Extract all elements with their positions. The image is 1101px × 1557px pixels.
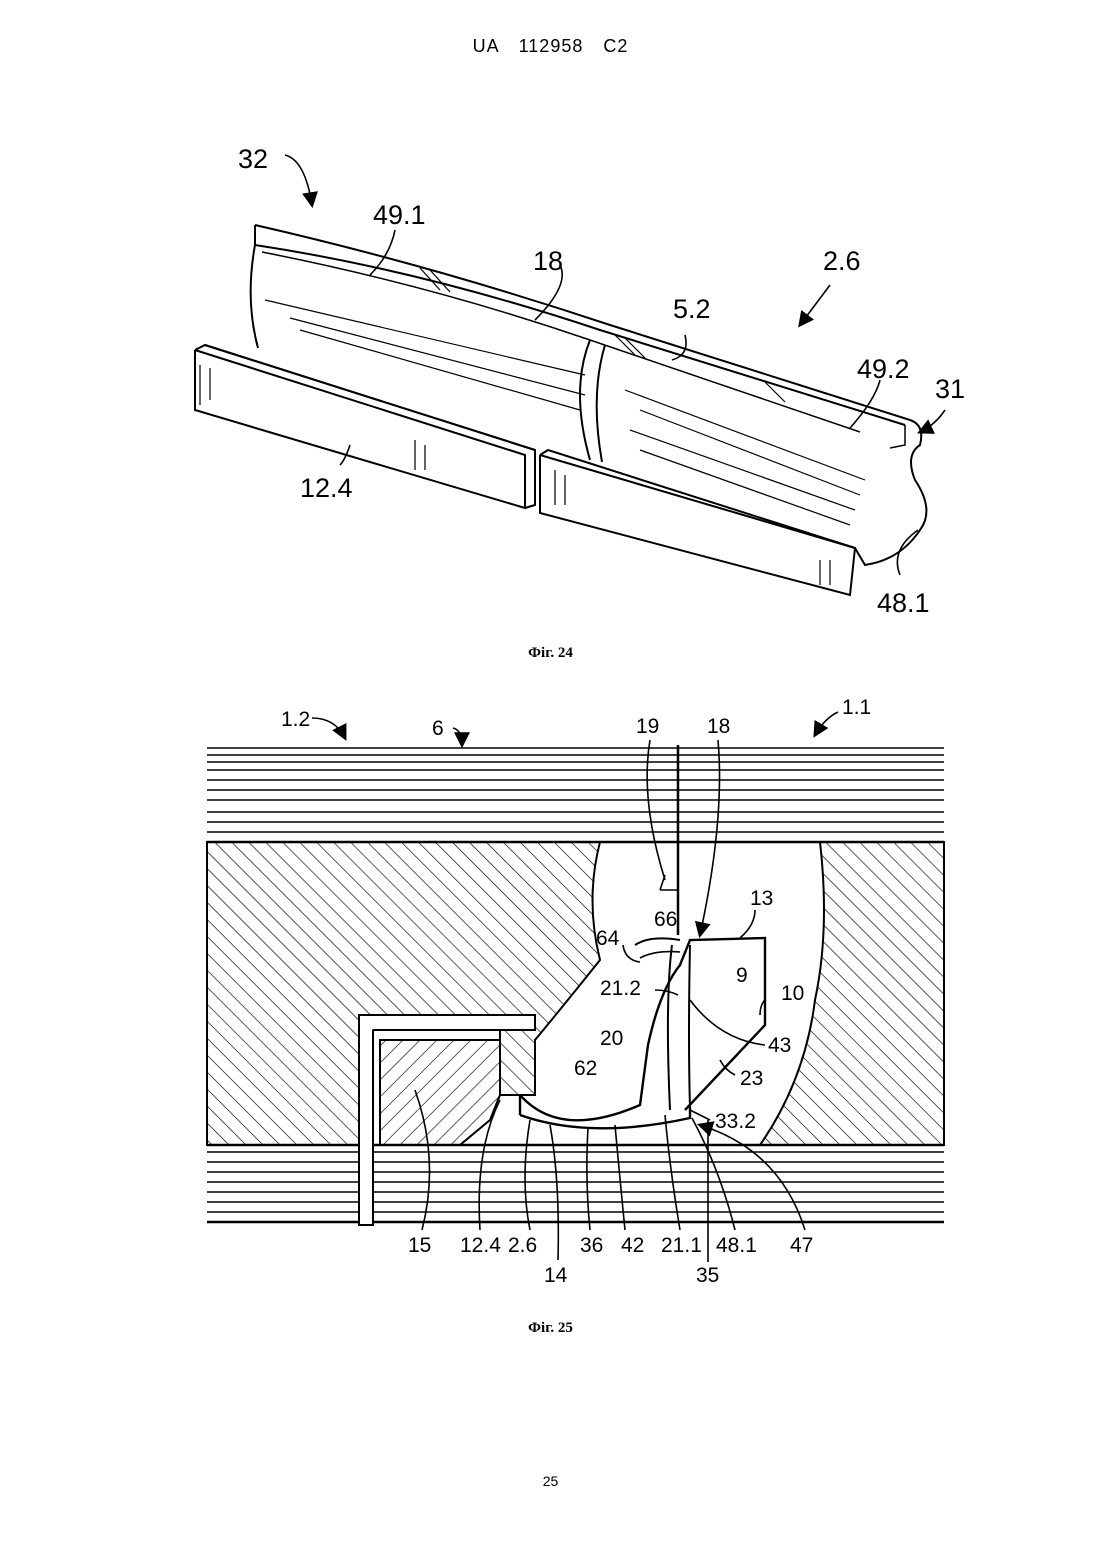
fig25-label-35: 35 xyxy=(696,1264,719,1287)
fig24-label-48-1: 48.1 xyxy=(877,588,930,618)
fig25-label-18: 18 xyxy=(707,715,730,738)
fig25-label-66: 66 xyxy=(654,908,677,931)
figure-25-drawing xyxy=(207,745,944,1225)
fig24-label-31: 31 xyxy=(935,374,965,404)
fig25-label-20: 20 xyxy=(600,1027,623,1050)
figure-24-caption: Фіг. 24 xyxy=(0,645,1101,662)
fig24-label-32: 32 xyxy=(238,144,268,174)
fig24-label-49-1: 49.1 xyxy=(373,200,426,230)
fig25-label-2-6: 2.6 xyxy=(508,1234,537,1257)
fig25-label-14: 14 xyxy=(544,1264,568,1287)
fig24-label-2-6: 2.6 xyxy=(823,246,861,276)
fig25-label-6: 6 xyxy=(432,717,444,740)
figure-24-drawing xyxy=(195,225,926,595)
fig25-label-43: 43 xyxy=(768,1034,791,1057)
fig25-label-62: 62 xyxy=(574,1057,597,1080)
fig25-label-9: 9 xyxy=(736,964,748,987)
fig25-label-12-4: 12.4 xyxy=(460,1234,501,1257)
fig25-label-33-2: 33.2 xyxy=(715,1110,756,1133)
fig24-label-18: 18 xyxy=(533,246,563,276)
fig25-label-15: 15 xyxy=(408,1234,431,1257)
fig25-label-47: 47 xyxy=(790,1234,813,1257)
fig25-label-23: 23 xyxy=(740,1067,763,1090)
fig24-label-49-2: 49.2 xyxy=(857,354,910,384)
fig25-label-1-2: 1.2 xyxy=(281,708,310,731)
fig25-label-1-1: 1.1 xyxy=(842,696,871,719)
fig25-label-19: 19 xyxy=(636,715,659,738)
fig25-label-10: 10 xyxy=(781,982,804,1005)
fig25-label-36: 36 xyxy=(580,1234,603,1257)
fig24-label-12-4: 12.4 xyxy=(300,473,353,503)
fig25-label-21-2: 21.2 xyxy=(600,977,641,1000)
page-number: 25 xyxy=(0,1473,1101,1489)
fig25-label-42: 42 xyxy=(621,1234,644,1257)
fig25-label-48-1: 48.1 xyxy=(716,1234,757,1257)
figure-25-caption: Фіг. 25 xyxy=(0,1320,1101,1337)
fig25-label-13: 13 xyxy=(750,887,773,910)
fig25-label-21-1: 21.1 xyxy=(661,1234,702,1257)
fig25-label-64: 64 xyxy=(596,927,620,950)
fig24-label-5-2: 5.2 xyxy=(673,294,711,324)
